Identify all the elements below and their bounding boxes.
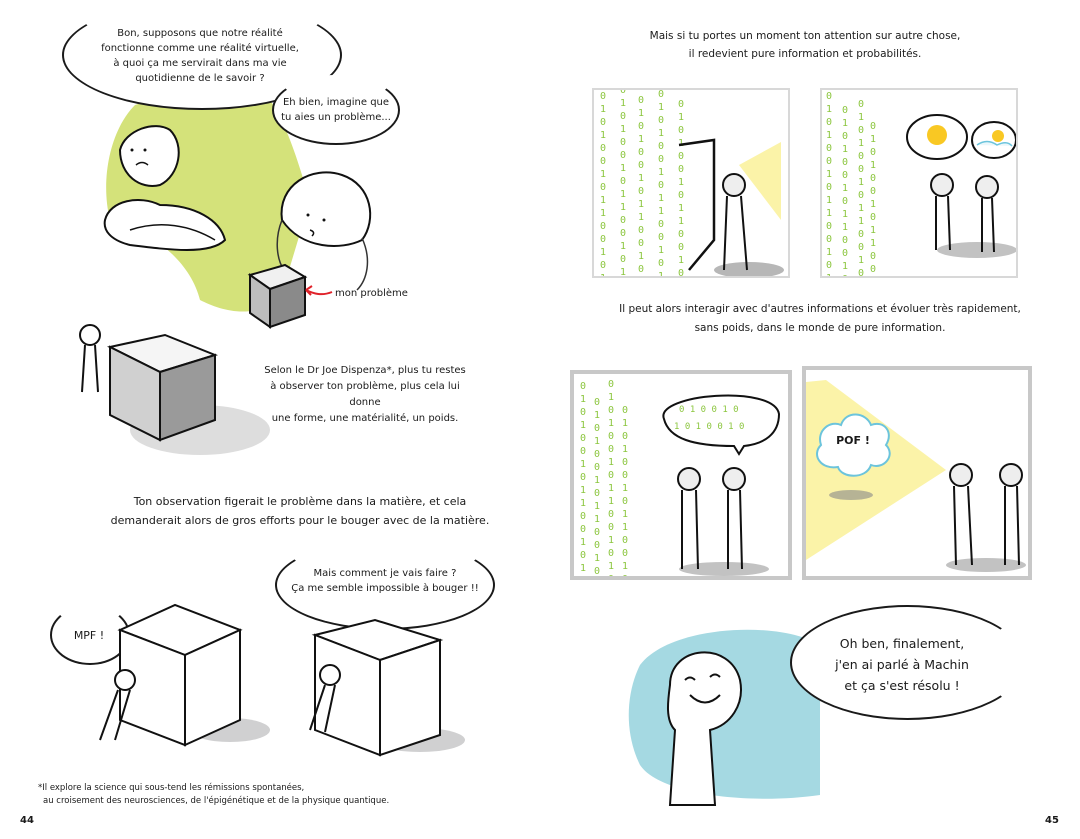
- speech-bubble-answer: [272, 75, 400, 145]
- narration-line: une forme, une matérialité, un poids.: [271, 413, 459, 424]
- footnote-line: *Il explore la science qui sous-tend les…: [38, 783, 305, 793]
- page-number-left: 44: [20, 815, 34, 826]
- footnote: *Il explore la science qui sous-tend les…: [30, 782, 390, 808]
- matrix-code-column: 0 1 0 1 0 0 1 0 1 1 0 0 1 0 1 0 1 0 0 1 …: [607, 379, 615, 580]
- bubble-question-text: Bon, supposons que notre réalité fonctio…: [80, 26, 320, 86]
- matrix-code-column: 0 1 0 1 0 0 1 0 1 1 0 0 1 0 1 0 1 0 0 1 …: [869, 121, 877, 275]
- bubble-mpf-text: MPF !: [73, 629, 105, 642]
- bubble-how-text: Mais comment je vais faire ? Ça me sembl…: [285, 566, 485, 596]
- narration-attention: Mais si tu portes un moment ton attentio…: [630, 27, 980, 63]
- matrix-code-column: 0 1 0 1 0 0 1 0 1 1 0 0 1 0 1 0 1 0 0 1 …: [841, 105, 849, 276]
- narration-line: à observer ton problème, plus cela lui d…: [270, 381, 460, 408]
- bubble-answer-line: Eh bien, imagine que: [282, 97, 390, 108]
- matrix-code-column: 0 1 0 1 0 0 1 0 1 1 0 0 1 0 1 0 1 0 0 1 …: [593, 397, 601, 577]
- matrix-code-column: 0 1 0 1 0 0 1 0 1 1 0 0 1 0 1 0 1 0 0 1 …: [599, 91, 607, 276]
- narration-line: Selon le Dr Joe Dispenza*, plus tu reste…: [264, 365, 466, 376]
- happy-figure-illustration: [667, 651, 742, 806]
- small-cube-problem: [247, 263, 308, 329]
- matrix-code-column: 0 1 0 1 0 0 1 0 1 1 0 0 1 0 1 0 1 0 0 1 …: [825, 91, 833, 276]
- narration-line: sans poids, dans le monde de pure inform…: [694, 322, 946, 334]
- matrix-code-column: 0 1 0 1 0 0 1 0 1 1 0 0 1 0 1 0 1 0 0 1 …: [619, 88, 627, 278]
- bubble-resolved-line: et ça s'est résolu !: [844, 678, 960, 693]
- sun-icon: [927, 125, 947, 145]
- narration-observation: Ton observation figerait le problème dan…: [90, 492, 510, 530]
- speech-bubble-resolved: [790, 605, 1025, 720]
- figure-pushing-cube: [99, 603, 270, 747]
- panel-pof: POF !: [802, 366, 1032, 580]
- large-cube-with-figure: [79, 324, 270, 455]
- matrix-code-column: 0 1 0 1 0 0 1 0 1 1 0 0 1 0 1 0 1 0 0 1 …: [637, 95, 645, 275]
- bubble-answer-text: Eh bien, imagine que tu aies un problème…: [278, 95, 394, 125]
- walking-figure-scene: [678, 138, 784, 276]
- right-page: Mais si tu portes un moment ton attentio…: [540, 0, 1080, 839]
- bubble-resolved-line: j'en ai parlé à Machin: [835, 657, 969, 672]
- bubble-question-line: Bon, supposons que notre réalité: [117, 28, 283, 39]
- svg-text:0 1 0 0 1 0: 0 1 0 0 1 0: [679, 405, 739, 415]
- narration-interact: Il peut alors interagir avec d'autres in…: [600, 300, 1040, 338]
- bubble-answer-line: tu aies un problème...: [281, 112, 391, 123]
- matrix-code-column: 0 1 0 1 0 0 1 0 1 1 0 0 1 0 1 0 1 0 0 1 …: [579, 381, 587, 574]
- narration-dispenza: Selon le Dr Joe Dispenza*, plus tu reste…: [255, 363, 475, 427]
- figure-leaning-on-cube: [309, 618, 465, 757]
- matrix-code-column: 0 1 0 1 0 0 1 0 1 1 0 0 1 0 1 0 1 0 0 1 …: [677, 99, 685, 278]
- cube-label: mon problème: [335, 288, 408, 299]
- matrix-code-column: 0 1 0 1 0 0 1 0 1 1 0 0 1 0 1 0 1 0 0 1 …: [621, 405, 629, 580]
- footnote-line: au croisement des neurosciences, de l'ép…: [43, 796, 390, 806]
- panel-weather-conversation: 0 1 0 1 0 0 1 0 1 1 0 0 1 0 1 0 1 0 0 1 …: [820, 88, 1018, 278]
- narration-line: il redevient pure information et probabi…: [688, 48, 922, 60]
- page-number-right: 45: [1045, 815, 1059, 826]
- narration-line: demanderait alors de gros efforts pour l…: [110, 514, 490, 527]
- bubble-question-line: à quoi ça me servirait dans ma vie: [113, 58, 287, 69]
- bubble-how-line: Mais comment je vais faire ?: [313, 568, 457, 579]
- pof-scene: [806, 380, 1026, 572]
- bubble-resolved-text: Oh ben, finalement, j'en ai parlé à Mach…: [802, 633, 1002, 696]
- panel-information-bubble: 0 1 0 1 0 0 1 0 1 1 0 0 1 0 1 0 1 0 0 1 …: [570, 370, 792, 580]
- bubble-resolved-line: Oh ben, finalement,: [839, 636, 965, 651]
- narration-line: Mais si tu portes un moment ton attentio…: [649, 30, 961, 42]
- bubble-question-line: quotidienne de le savoir ?: [135, 73, 265, 84]
- boy-crossed-arms-illustration: [103, 125, 227, 251]
- pof-sound-effect: POF !: [836, 434, 870, 447]
- panel-walking-figure: 0 1 0 1 0 0 1 0 1 1 0 0 1 0 1 0 1 0 0 1 …: [592, 88, 790, 278]
- bubble-question-line: fonctionne comme une réalité virtuelle,: [101, 43, 299, 54]
- matrix-code-column: 0 1 0 1 0 0 1 0 1 1 0 0 1 0 1 0 1 0 0 1 …: [857, 99, 865, 278]
- svg-text:1 0 1 0 0 1 0: 1 0 1 0 0 1 0: [674, 422, 744, 432]
- bubble-how-line: Ça me semble impossible à bouger !!: [291, 583, 479, 594]
- information-bubble-scene: 0 1 0 0 1 0 1 0 1 0 0 1 0: [662, 394, 781, 576]
- weather-conversation-scene: [906, 114, 1016, 258]
- girl-illustration: [276, 171, 372, 291]
- narration-line: Il peut alors interagir avec d'autres in…: [619, 303, 1021, 315]
- red-arrow-icon: [305, 285, 333, 296]
- narration-line: Ton observation figerait le problème dan…: [133, 495, 467, 508]
- left-page: Bon, supposons que notre réalité fonctio…: [20, 0, 510, 826]
- matrix-code-column: 0 1 0 1 0 0 1 0 1 1 0 0 1 0 1 0 1 0 0 1 …: [657, 89, 665, 278]
